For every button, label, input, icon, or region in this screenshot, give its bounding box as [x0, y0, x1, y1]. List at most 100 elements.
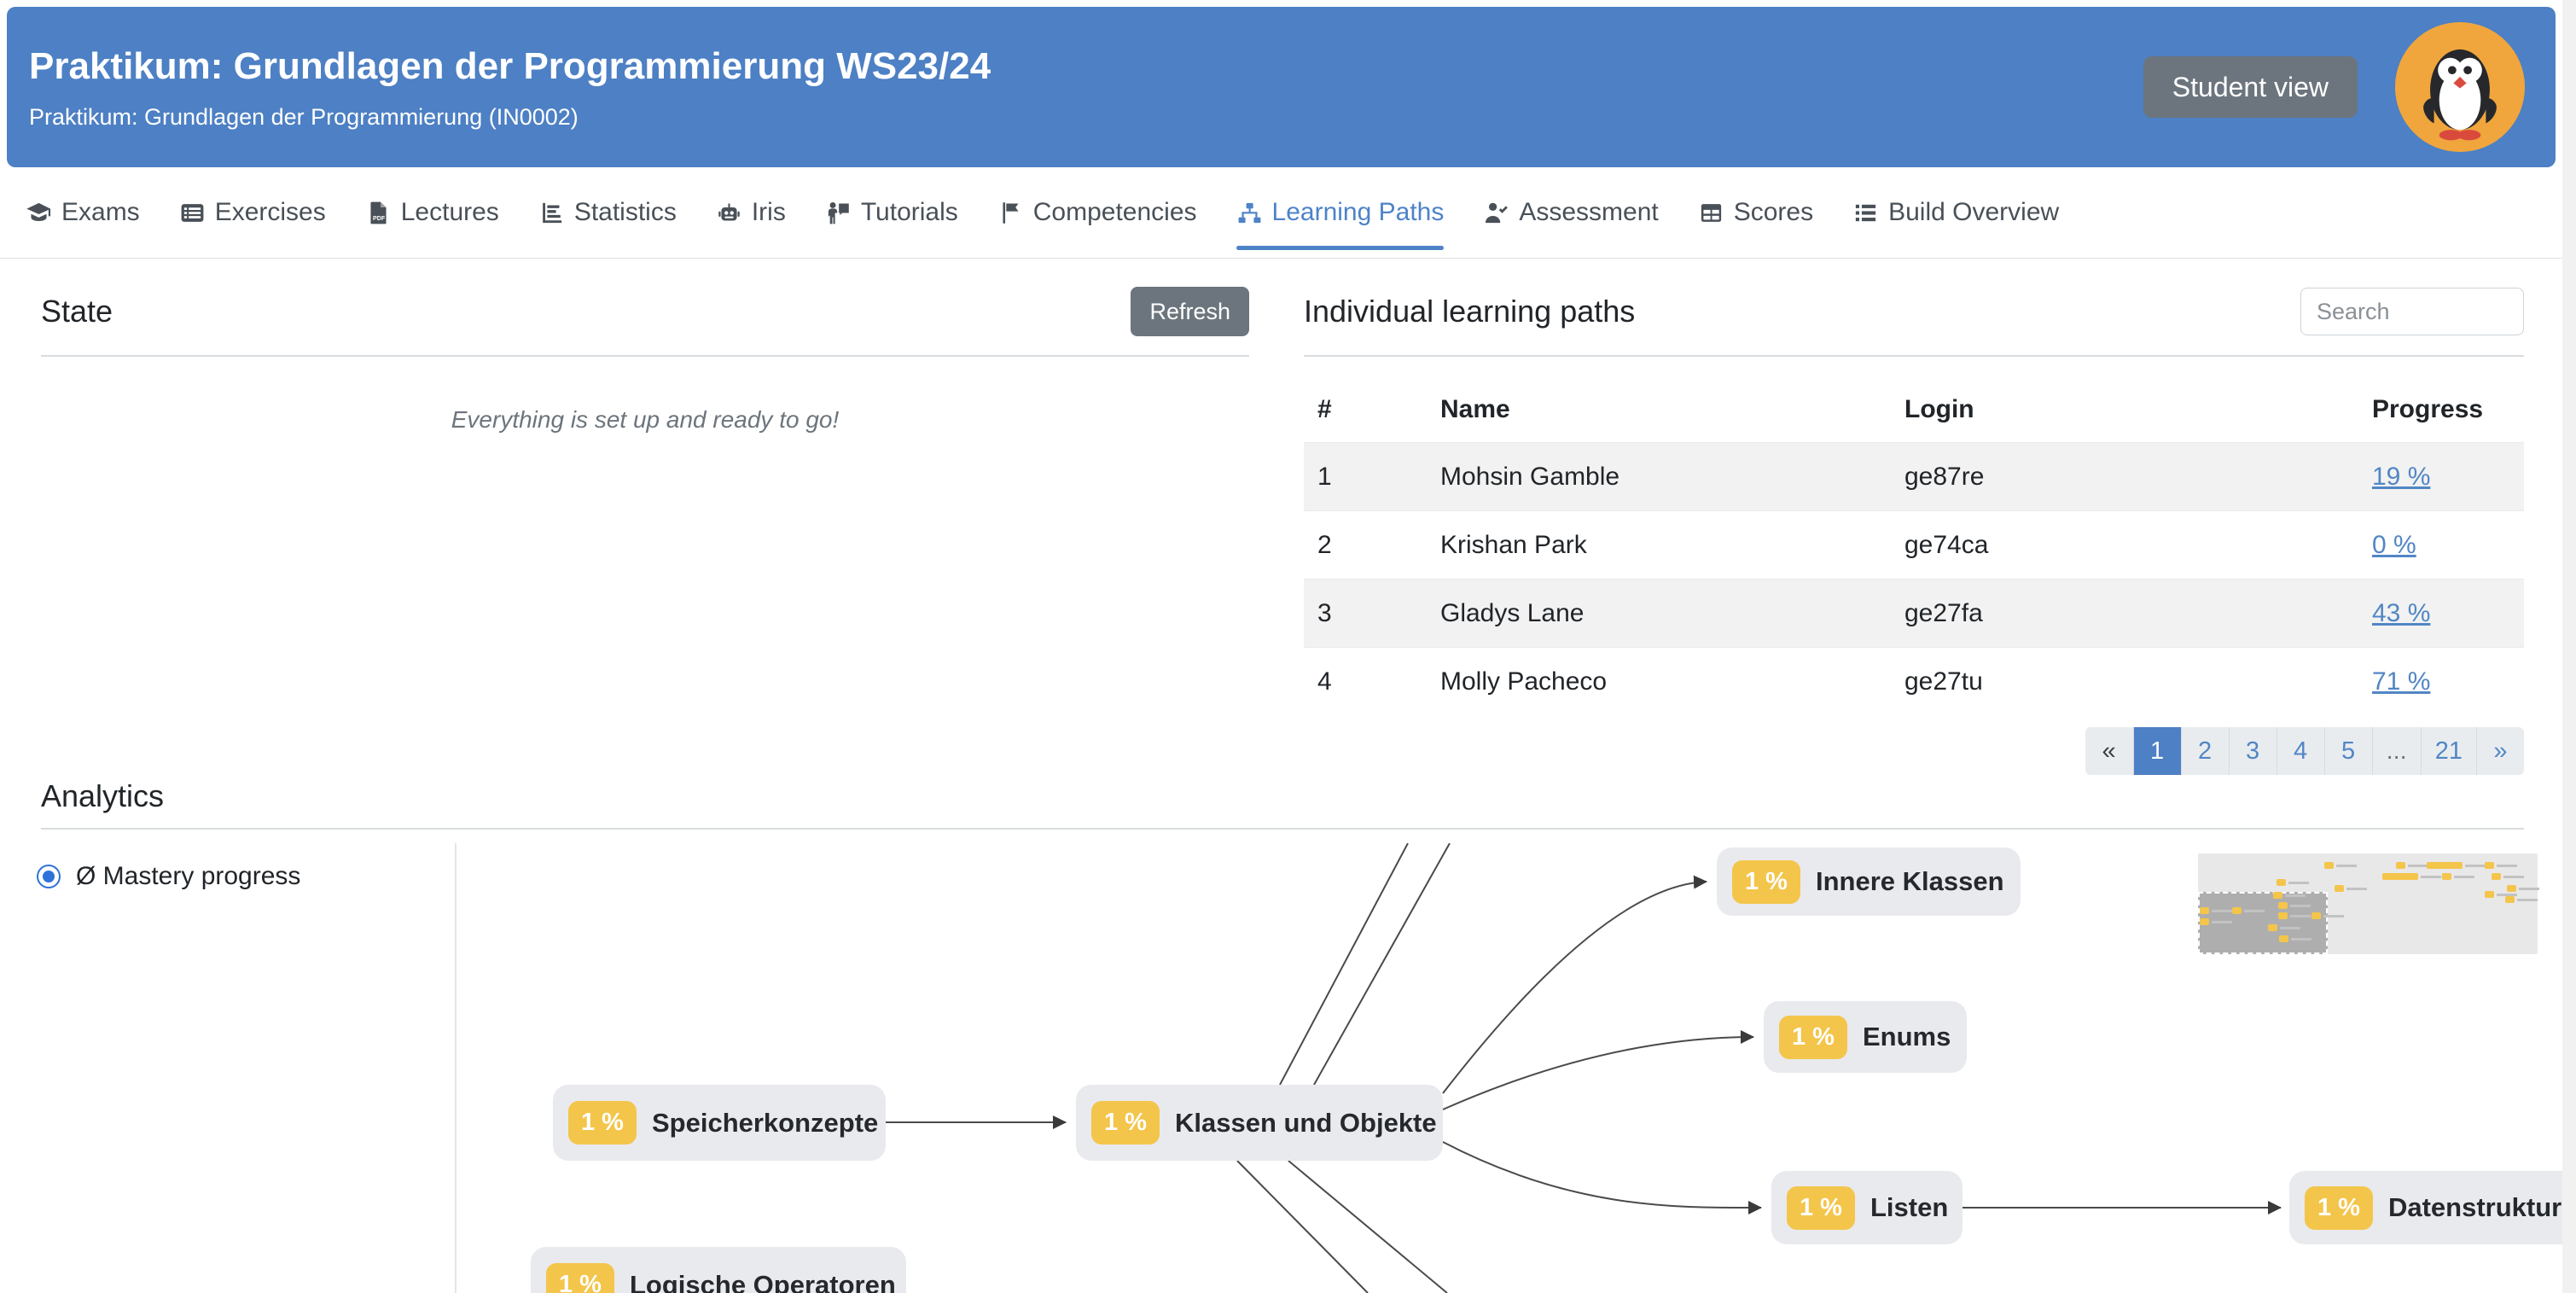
- tab-label: Competencies: [1032, 198, 1197, 226]
- state-title: State: [41, 294, 113, 329]
- tab-exercises[interactable]: Exercises: [179, 167, 326, 258]
- state-divider: [41, 355, 1249, 357]
- page-item-21[interactable]: 21: [2420, 727, 2476, 775]
- competency-graph[interactable]: 1 % Innere Klassen 1 % Enums 1 % Speiche…: [456, 843, 2562, 1293]
- person-chalkboard-icon: [825, 200, 852, 226]
- cell-name: Gladys Lane: [1440, 598, 1585, 627]
- mastery-badge: 1 %: [2305, 1185, 2373, 1230]
- robot-icon: [716, 200, 742, 226]
- minimap-node: [2485, 891, 2517, 898]
- tab-exams[interactable]: Exams: [26, 167, 140, 258]
- col-index: #: [1317, 395, 1332, 423]
- competency-node-speicherkonzepte[interactable]: 1 % Speicherkonzepte: [553, 1085, 886, 1161]
- progress-link[interactable]: 43 %: [2372, 598, 2431, 627]
- minimap-node: [2382, 873, 2441, 880]
- student-view-button[interactable]: Student view: [2143, 56, 2358, 118]
- tab-lectures[interactable]: PDF Lectures: [365, 167, 499, 258]
- tab-competencies[interactable]: Competencies: [997, 167, 1197, 258]
- search-input[interactable]: [2300, 288, 2524, 335]
- competency-label: Innere Klassen: [1815, 866, 2004, 896]
- mastery-badge: 1 %: [1732, 859, 1800, 904]
- minimap-node: [2200, 918, 2232, 925]
- avatar[interactable]: [2395, 22, 2525, 152]
- mastery-badge: 1 %: [568, 1101, 637, 1144]
- cell-name: Mohsin Gamble: [1440, 462, 1620, 491]
- competency-node-enums[interactable]: 1 % Enums: [1764, 1001, 1967, 1073]
- tab-iris[interactable]: Iris: [716, 167, 786, 258]
- analytics-title: Analytics: [41, 778, 165, 813]
- minimap-viewport[interactable]: [2198, 892, 2328, 954]
- minimap-node: [2268, 924, 2300, 931]
- page-scrollbar[interactable]: [2562, 0, 2576, 1293]
- progress-link[interactable]: 19 %: [2372, 462, 2431, 491]
- tab-label: Scores: [1733, 198, 1814, 226]
- tab-label: Statistics: [573, 198, 677, 226]
- mastery-badge: 1 %: [1779, 1015, 1847, 1059]
- minimap-node: [2278, 902, 2311, 909]
- tab-assessment[interactable]: Assessment: [1483, 167, 1659, 258]
- list-check-icon: [1852, 200, 1879, 226]
- tab-label: Learning Paths: [1271, 198, 1445, 226]
- mastery-badge: 1 %: [1091, 1101, 1160, 1144]
- page-item-1[interactable]: 1: [2132, 727, 2181, 775]
- page-subtitle: Praktikum: Grundlagen der Programmierung…: [29, 103, 579, 130]
- page-item-4[interactable]: 4: [2276, 727, 2324, 775]
- metric-label: Ø Mastery progress: [76, 862, 301, 890]
- page-item-[interactable]: »: [2476, 727, 2524, 775]
- page-item-2[interactable]: 2: [2180, 727, 2229, 775]
- competency-node-datenstrukturen[interactable]: 1 % Datenstrukturen: [2289, 1171, 2562, 1244]
- page-item-[interactable]: «: [2085, 727, 2133, 775]
- tab-label: Exercises: [214, 198, 326, 226]
- competency-node-logische-operatoren[interactable]: 1 % Logische Operatoren: [531, 1247, 906, 1293]
- tab-tutorials[interactable]: Tutorials: [825, 167, 958, 258]
- page-item-5[interactable]: 5: [2323, 727, 2372, 775]
- refresh-button[interactable]: Refresh: [1131, 287, 1249, 336]
- minimap-node: [2485, 862, 2517, 869]
- competency-label: Listen: [1869, 1192, 1949, 1222]
- tab-label: Tutorials: [860, 198, 958, 226]
- tab-build-overview[interactable]: Build Overview: [1852, 167, 2059, 258]
- progress-link[interactable]: 0 %: [2372, 530, 2416, 559]
- course-tabs: Exams Exercises PDF Lectures Statistics …: [0, 167, 2562, 259]
- page-item-3[interactable]: 3: [2228, 727, 2277, 775]
- graph-minimap[interactable]: [2198, 853, 2539, 954]
- table-row: 1 Mohsin Gamble ge87re 19 %: [1304, 442, 2524, 510]
- progress-link[interactable]: 71 %: [2372, 667, 2431, 696]
- table-list-icon: [179, 200, 206, 226]
- analytics-divider: [41, 828, 2524, 830]
- tab-learning-paths[interactable]: Learning Paths: [1236, 167, 1445, 258]
- tab-statistics[interactable]: Statistics: [538, 167, 677, 258]
- tab-scores[interactable]: Scores: [1698, 167, 1813, 258]
- competency-label: Enums: [1862, 1022, 1951, 1051]
- competency-node-klassen-und-objekte[interactable]: 1 % Klassen und Objekte: [1076, 1085, 1443, 1161]
- cell-login: ge27fa: [1904, 598, 1983, 627]
- tab-label: Exams: [61, 198, 140, 226]
- cell-index: 2: [1317, 530, 1332, 559]
- competency-node-listen[interactable]: 1 % Listen: [1771, 1171, 1963, 1244]
- learning-paths-section: Individual learning paths # Name Login P…: [1304, 282, 2524, 775]
- tab-label: Build Overview: [1888, 198, 2060, 226]
- flag-icon: [997, 200, 1024, 226]
- user-check-icon: [1483, 200, 1509, 226]
- graph-edges: [886, 843, 2282, 1293]
- cell-name: Molly Pacheco: [1440, 667, 1608, 696]
- cell-index: 1: [1317, 462, 1332, 491]
- competency-label: Speicherkonzepte: [651, 1107, 879, 1138]
- minimap-node: [2505, 896, 2538, 903]
- cell-index: 4: [1317, 667, 1332, 696]
- competency-node-innere-klassen[interactable]: 1 % Innere Klassen: [1717, 847, 2021, 916]
- page-item-[interactable]: ...: [2371, 727, 2421, 775]
- radio-selected-icon[interactable]: [37, 865, 61, 888]
- minimap-node: [2324, 862, 2357, 869]
- cell-login: ge74ca: [1904, 530, 1989, 559]
- tab-label: Assessment: [1519, 198, 1659, 226]
- learning-paths-title: Individual learning paths: [1304, 294, 1636, 329]
- competency-label: Logische Operatoren: [629, 1269, 896, 1293]
- minimap-node: [2232, 907, 2265, 914]
- cell-index: 3: [1317, 598, 1332, 627]
- metric-selector: Ø Mastery progress: [37, 862, 300, 891]
- cell-login: ge27tu: [1904, 667, 1983, 696]
- competency-label: Datenstrukturen: [2387, 1192, 2562, 1222]
- state-message: Everything is set up and ready to go!: [451, 406, 840, 433]
